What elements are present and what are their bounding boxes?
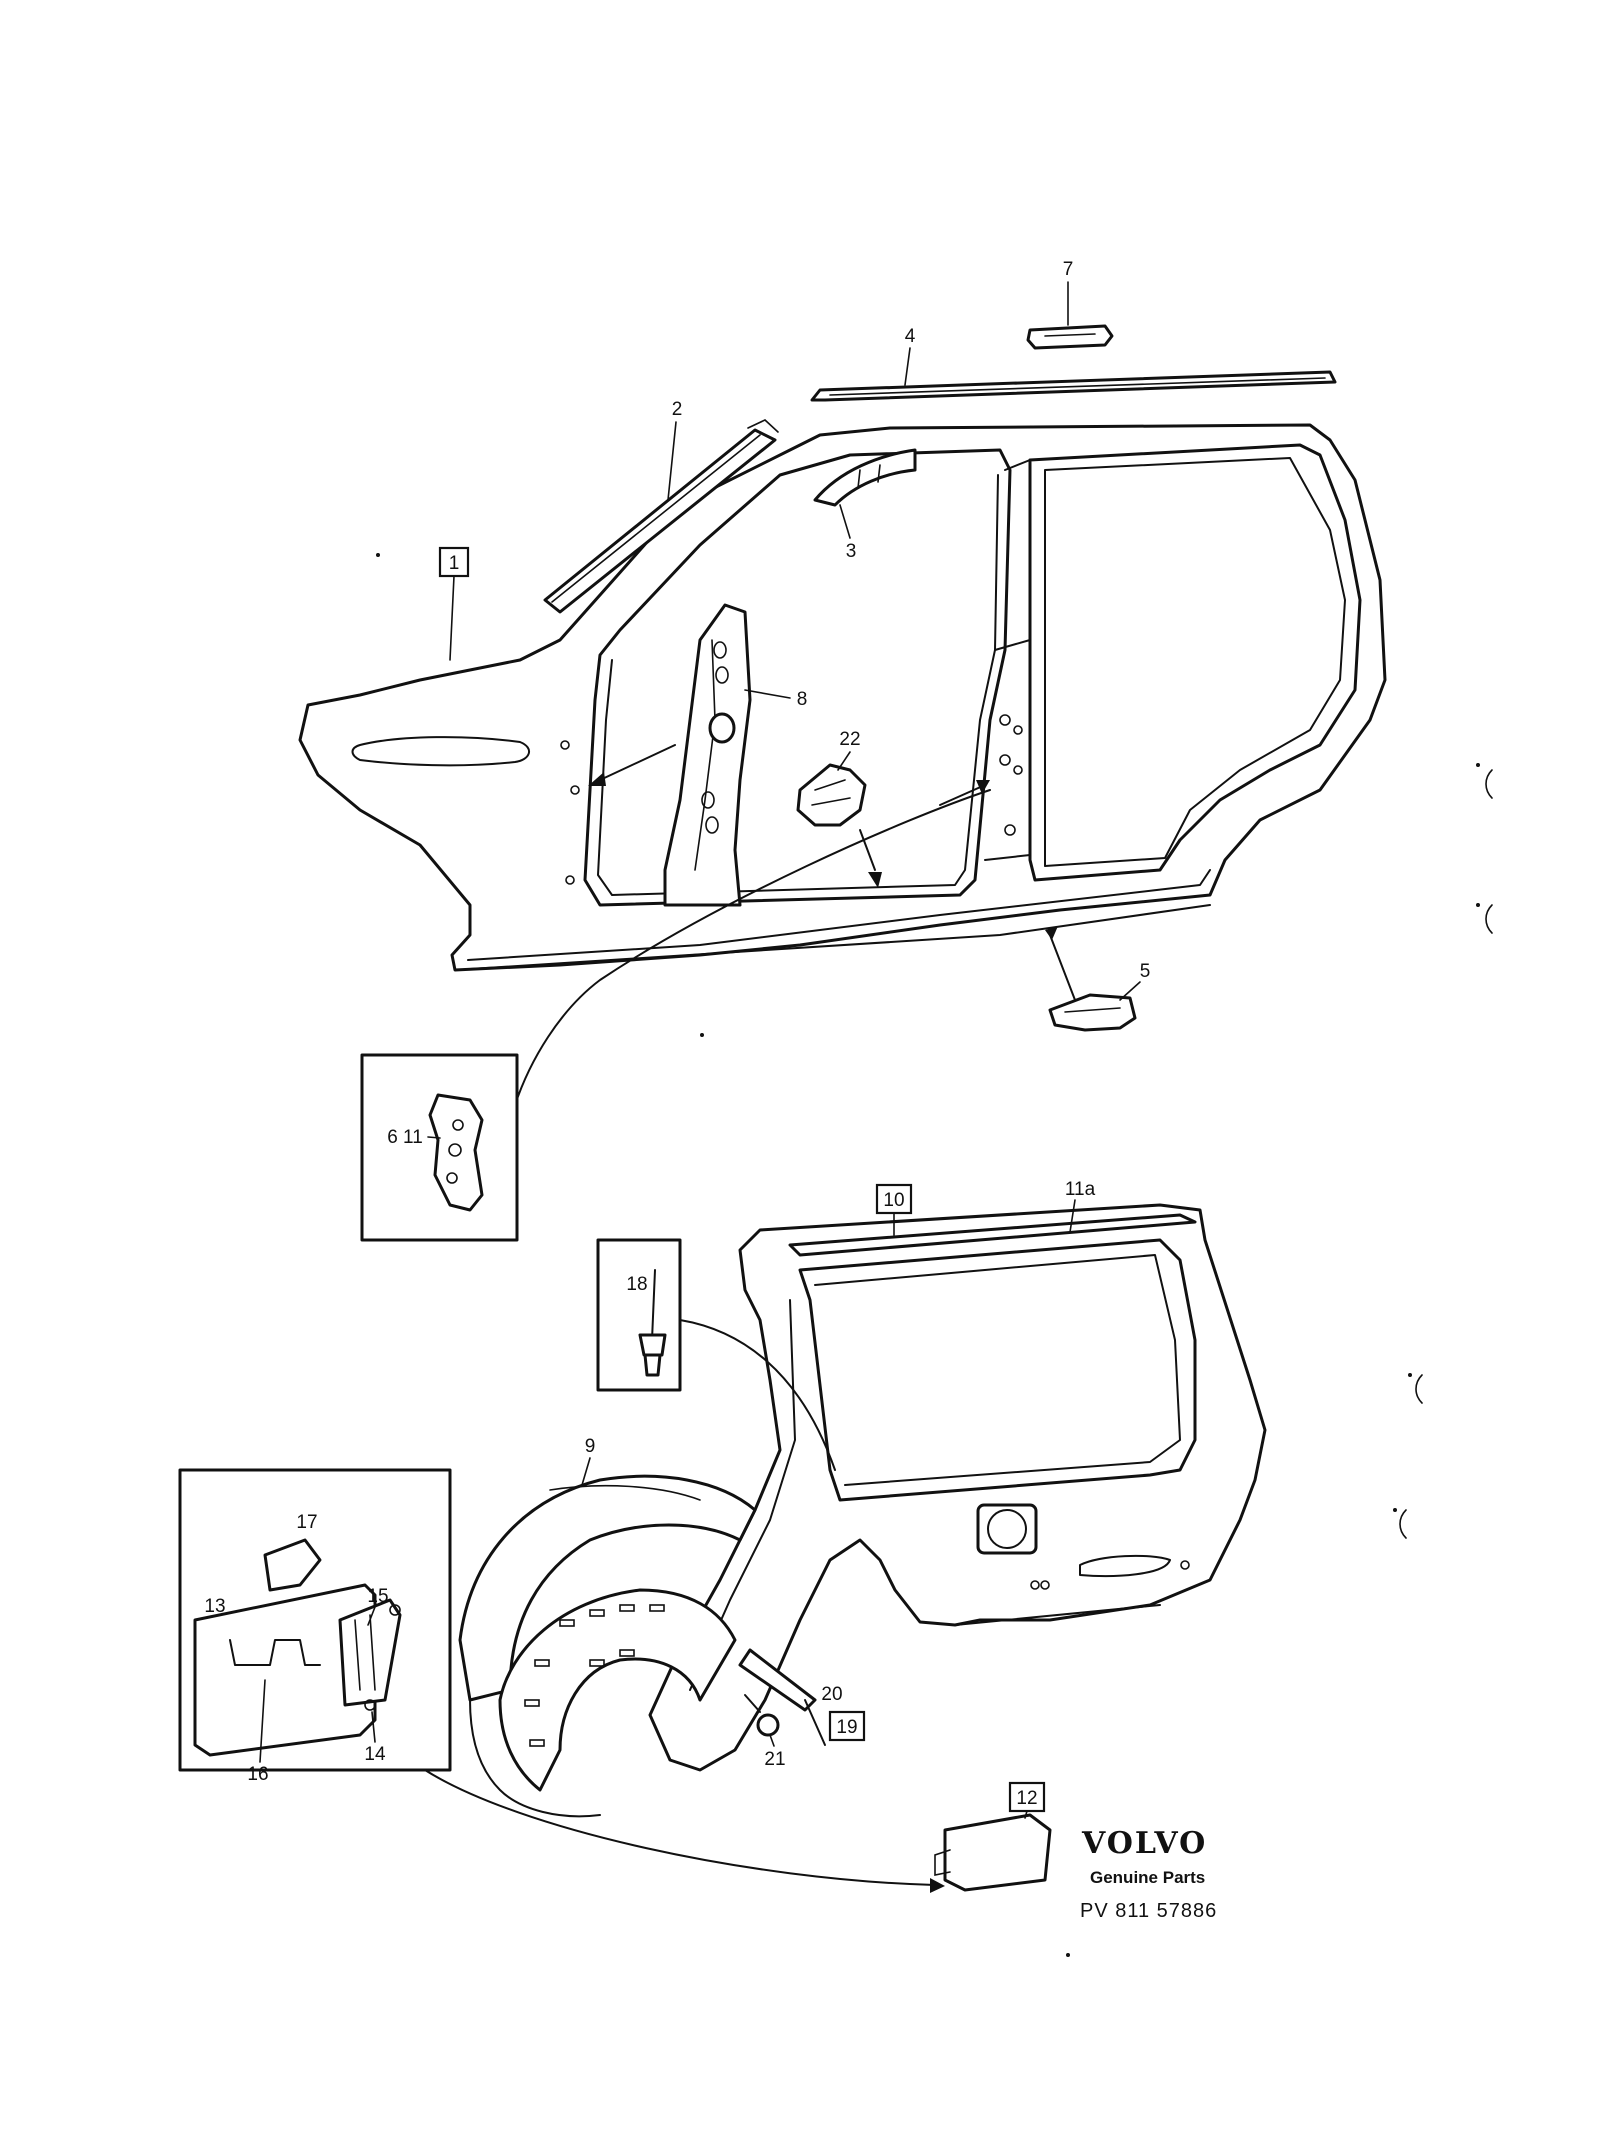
svg-text:3: 3 [846, 541, 857, 562]
callout-4: 4 [904, 326, 916, 386]
inset-box-part-6-11 [360, 1053, 519, 1242]
arrowhead [930, 1878, 945, 1893]
svg-text:19: 19 [836, 1717, 857, 1738]
inset-box-part-18 [596, 1238, 682, 1392]
part-8-pillar-reinforcement [663, 603, 752, 907]
body-side-panel [298, 423, 1387, 972]
svg-text:21: 21 [764, 1749, 785, 1770]
part-21-screw [744, 1694, 780, 1737]
callout-20: 20 [821, 1684, 842, 1705]
callout-22: 22 [837, 729, 861, 771]
part-5-sill-bracket [1045, 926, 1137, 1032]
part-4-roof-rail [810, 370, 1337, 402]
leader-18 [679, 1319, 836, 1471]
margin-marks [1399, 769, 1493, 1539]
callout-1: 1 [438, 546, 470, 661]
svg-text:5: 5 [1140, 961, 1151, 982]
callout-9: 9 [581, 1436, 596, 1486]
callout-2: 2 [667, 399, 683, 501]
volvo-logo: VOLVO [1082, 1826, 1208, 1861]
rear-quarter-panel [648, 1203, 1267, 1772]
svg-text:11a: 11a [1065, 1179, 1096, 1200]
callout-12: 12 [1008, 1781, 1046, 1819]
leader-inset-to-door [424, 1769, 936, 1886]
callout-5: 5 [1119, 961, 1151, 1001]
svg-text:1: 1 [449, 553, 460, 574]
callout-6-11: 6 11 [387, 1127, 441, 1148]
callout-14: 14 [364, 1711, 386, 1765]
callout-18: 18 [626, 1274, 647, 1295]
scan-marks [376, 553, 1480, 1957]
part-22-clip [796, 763, 882, 888]
svg-text:8: 8 [797, 689, 808, 710]
svg-text:18: 18 [626, 1274, 647, 1295]
wheel-housing-vents [524, 1604, 665, 1747]
callout-3: 3 [839, 504, 857, 562]
upper-leader-lines [514, 744, 991, 1106]
svg-text:4: 4 [905, 326, 916, 347]
svg-text:10: 10 [883, 1190, 904, 1211]
callout-13: 13 [204, 1596, 225, 1617]
svg-text:2: 2 [672, 399, 683, 420]
svg-text:14: 14 [364, 1744, 386, 1765]
callout-19: 19 [828, 1710, 866, 1742]
callout-7: 7 [1063, 259, 1074, 326]
callout-16: 16 [247, 1679, 269, 1785]
svg-text:16: 16 [247, 1764, 268, 1785]
callout-17: 17 [296, 1512, 317, 1533]
inset-box-parts-13-17 [178, 1468, 452, 1772]
svg-text:15: 15 [367, 1586, 388, 1607]
part-7-bracket [1026, 324, 1114, 350]
genuine-parts-label: Genuine Parts [1090, 1868, 1206, 1887]
svg-text:20: 20 [821, 1684, 842, 1705]
callout-21: 21 [764, 1734, 786, 1770]
svg-text:9: 9 [585, 1436, 596, 1457]
pillar-bolt-holes [560, 714, 1023, 885]
svg-text:6 11: 6 11 [387, 1127, 423, 1148]
part-9-wheel-housing [458, 1474, 757, 1818]
svg-text:22: 22 [839, 729, 860, 750]
svg-text:7: 7 [1063, 259, 1074, 280]
callout-10: 10 [875, 1183, 913, 1236]
callout-11a: 11a [1065, 1179, 1096, 1233]
diagram-code: PV 811 57886 [1080, 1900, 1218, 1922]
part-3-corner-bracket [813, 448, 917, 507]
part-12-fuel-door [934, 1813, 1052, 1892]
callout-15: 15 [367, 1586, 389, 1626]
svg-text:12: 12 [1016, 1788, 1037, 1809]
svg-text:17: 17 [296, 1512, 317, 1533]
callout-8: 8 [744, 689, 808, 710]
part-2-roof-moulding [543, 419, 779, 614]
svg-text:13: 13 [204, 1596, 225, 1617]
part-20-bracket [738, 1648, 826, 1746]
